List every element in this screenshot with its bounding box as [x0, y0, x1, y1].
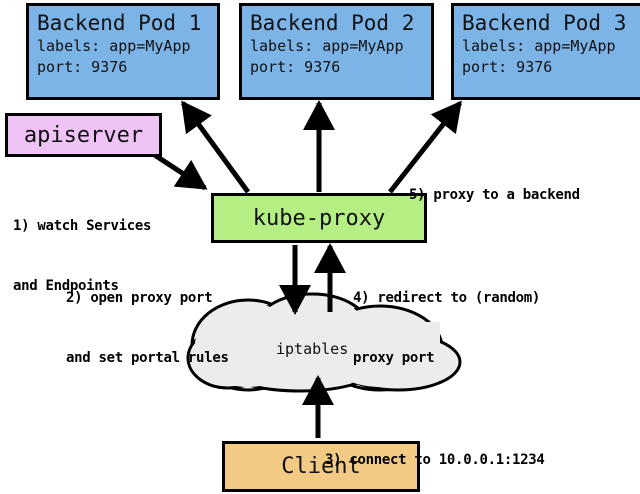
step-3-annotation: 3) connect to 10.0.0.1:1234: [325, 410, 545, 494]
apiserver-box: apiserver: [5, 113, 162, 157]
step-2-line-1: 2) open proxy port: [66, 290, 213, 306]
backend-pod-1-box: Backend Pod 1 labels: app=MyApp port: 93…: [26, 3, 220, 100]
step-1-line-1: 1) watch Services: [13, 218, 152, 234]
backend-pod-3-box: Backend Pod 3 labels: app=MyApp port: 93…: [451, 3, 640, 100]
backend-pod-2-box: Backend Pod 2 labels: app=MyApp port: 93…: [239, 3, 434, 100]
pod-3-labels: labels: app=MyApp: [462, 37, 616, 55]
client-box: Client: [222, 441, 420, 492]
step-2-annotation: 2) open proxy port and set portal rules: [66, 248, 229, 408]
step-4-line-2: proxy port: [353, 350, 435, 366]
step-1-annotation: 1) watch Services and Endpoints: [13, 176, 152, 336]
pod-3-title: Backend Pod 3: [462, 11, 627, 35]
iptables-label: iptables: [276, 340, 349, 358]
arrow-apiserver-to-kubeproxy: [148, 149, 208, 191]
arrow-kubeproxy-to-pod1: [180, 100, 251, 194]
kube-proxy-box: kube-proxy: [211, 193, 427, 243]
step-3-line-1: 3) connect to 10.0.0.1:1234: [325, 452, 545, 468]
pod-1-title: Backend Pod 1: [37, 11, 202, 35]
client-label: Client: [281, 454, 361, 479]
arrow-kubeproxy-to-pod3: [388, 100, 462, 194]
pod-2-title: Backend Pod 2: [250, 11, 415, 35]
step-1-line-2: and Endpoints: [13, 278, 119, 294]
step-2-line-2: and set portal rules: [66, 350, 229, 366]
step-5-line-1: 5) proxy to a backend: [409, 187, 580, 203]
pod-2-port: port: 9376: [250, 58, 341, 76]
step-5-annotation: 5) proxy to a backend: [409, 145, 580, 245]
pod-1-port: port: 9376: [37, 58, 128, 76]
step-4-line-1: 4) redirect to (random): [353, 290, 540, 306]
kube-proxy-label: kube-proxy: [252, 205, 386, 231]
pod-2-labels: labels: app=MyApp: [250, 37, 404, 55]
apiserver-label: apiserver: [23, 122, 144, 148]
step-4-annotation: 4) redirect to (random) proxy port: [353, 248, 540, 408]
pod-1-labels: labels: app=MyApp: [37, 37, 191, 55]
pod-3-port: port: 9376: [462, 58, 553, 76]
